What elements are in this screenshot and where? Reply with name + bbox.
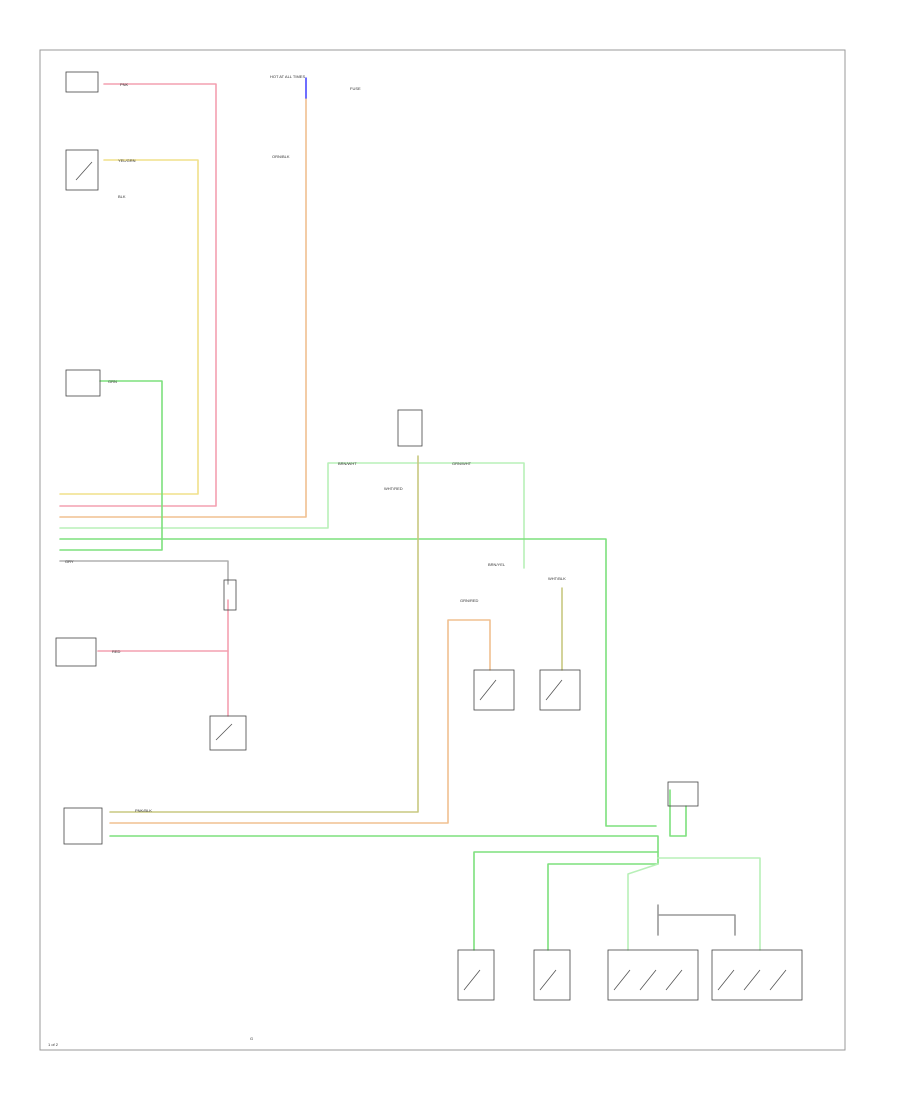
green-branch-1 <box>59 380 163 551</box>
label-wire-grn-red: GRN/RED <box>460 598 479 603</box>
yellow-wire <box>59 159 199 495</box>
switch-symbol <box>75 161 787 991</box>
label-layer: HOT AT ALL TIMES FUSE PNK YEL/GRN BLK OR… <box>48 74 566 1047</box>
switch-box-2 <box>65 369 101 397</box>
label-wire-brn-yel: BRN/YEL <box>488 562 506 567</box>
label-wire-wht: WHT/RED <box>384 486 403 491</box>
label-wire-brn: BRN/WHT <box>338 461 357 466</box>
label-wire-gry: GRY <box>65 559 74 564</box>
label-wire-wht-blk: WHT/BLK <box>548 576 566 581</box>
bottom-sw-4 <box>711 949 803 1001</box>
label-wire-pnk-blk: PNK/BLK <box>135 808 152 813</box>
label-wire-grn-wht: GRN/WHT <box>452 461 472 466</box>
module-box-bottom <box>63 807 103 845</box>
small-relay <box>223 579 237 611</box>
label-wire-orange: ORN/BLK <box>272 154 290 159</box>
pink-wire-2 <box>97 650 229 717</box>
bottom-sw-1 <box>457 949 495 1001</box>
light-green-wire <box>59 462 525 569</box>
green-bottom-right <box>669 789 687 837</box>
green-wire-b2 <box>547 851 659 951</box>
label-ground: G <box>250 1036 253 1041</box>
olive-wire <box>109 455 419 813</box>
gray-bus <box>657 904 736 936</box>
component-layer <box>55 71 803 1001</box>
top-right-box <box>397 409 423 447</box>
label-page-ref: 1 of 2 <box>48 1042 59 1047</box>
pink-wire <box>59 83 217 507</box>
switch-symbols <box>75 161 787 991</box>
green-wire <box>59 538 657 827</box>
label-wire-pink: PNK <box>120 82 129 87</box>
top-left-component <box>65 71 99 93</box>
label-fuse-note: FUSE <box>350 86 361 91</box>
wire-layer <box>59 77 761 951</box>
label-wire-blk: BLK <box>118 194 126 199</box>
green-wire-bottom <box>109 835 659 951</box>
relay-box <box>209 715 247 751</box>
switch-b <box>539 669 581 711</box>
switch-a <box>473 669 515 711</box>
green-wire-b3 <box>627 863 659 951</box>
gray-line <box>59 560 229 585</box>
green-wire-b4 <box>657 857 761 951</box>
label-top-fuse: HOT AT ALL TIMES <box>270 74 305 79</box>
pressure-switch-box <box>65 149 99 191</box>
connector-top-right <box>667 781 699 807</box>
label-wire-yellow: YEL/GRN <box>118 158 136 163</box>
control-module-box <box>55 637 97 667</box>
bottom-sw-2 <box>533 949 571 1001</box>
orange-wire-2 <box>109 619 491 824</box>
label-wire-red: RED <box>112 649 121 654</box>
orange-wire <box>59 97 307 518</box>
bottom-sw-3 <box>607 949 699 1001</box>
label-wire-grn: GRN <box>108 379 117 384</box>
diagram-frame <box>39 49 846 1051</box>
